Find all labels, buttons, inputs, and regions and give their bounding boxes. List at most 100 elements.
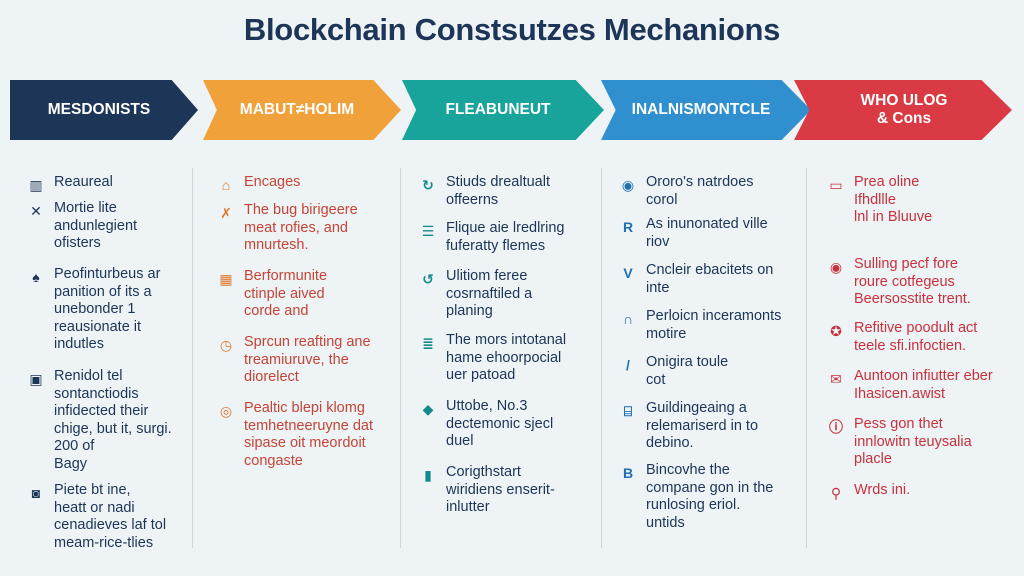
stage-arrow-2: MABUT≠HOLIM xyxy=(203,80,401,140)
list-item: V Cncleir ebacitets on inte xyxy=(618,262,773,297)
list-item: ♠ Peofinturbeus ar panition of its a une… xyxy=(26,266,160,354)
item-text: Guildingeaing a relemariserd in to debin… xyxy=(646,400,759,451)
item-text: Berformunite ctinple aived corde and xyxy=(244,268,328,319)
stage-arrow-5: WHO ULOG & Cons xyxy=(794,80,1012,140)
list-item: ✕ Mortie lite andunlegient ofisters xyxy=(26,200,137,253)
item-text: Refitive poodult act teele sfi.infoctien… xyxy=(854,320,978,354)
list-item: ⌂ Encages xyxy=(216,174,301,195)
item-text: Wrds ini. xyxy=(854,482,911,498)
item-text: Bincovhe the compane gon in the runlosin… xyxy=(646,462,774,531)
camera-icon: ▭ xyxy=(829,177,843,193)
eye-icon: ◉ xyxy=(829,259,843,275)
item-text: Cncleir ebacitets on inte xyxy=(646,262,774,296)
list-item: R As inunonated ville riov xyxy=(618,216,768,251)
item-text: Onigira toule cot xyxy=(646,354,729,388)
layers-icon: ≣ xyxy=(422,335,434,351)
item-text: Reaureal xyxy=(54,174,113,190)
bank-icon: ⌸ xyxy=(623,403,633,419)
info-icon: ⓘ xyxy=(829,419,843,435)
list-item: ▥ Reaureal xyxy=(26,174,113,195)
item-text: Flique aie lredlring fuferatty flemes xyxy=(446,220,565,254)
list-item: ∩ Perloicn inceramonts motire xyxy=(618,308,781,343)
list-item: ◉ Sulling pecf fore roure cotfegeus Beer… xyxy=(826,256,971,309)
stack-icon: ☰ xyxy=(421,223,435,239)
item-text: Perloicn inceramonts motire xyxy=(646,308,782,342)
warning-icon: ♠ xyxy=(32,269,40,285)
item-text: As inunonated ville riov xyxy=(646,216,768,250)
list-item: ◎ Pealtic blepi klomg temhetneeruyne dat… xyxy=(216,400,373,470)
list-item: ↻ Stiuds drealtualt offeerns xyxy=(418,174,550,209)
arch-icon: ∩ xyxy=(622,311,634,327)
cycle-icon: ↺ xyxy=(422,271,434,287)
stage-arrow-4: INALNISMONTCLE xyxy=(601,80,811,140)
list-item: ▣ Renidol tel sontanctiodis infidected t… xyxy=(26,368,172,473)
list-item: ◆ Uttobe, No.3 dectemonic sjecl duel xyxy=(418,398,554,451)
gear-icon: ✪ xyxy=(830,323,842,339)
item-text: Pealtic blepi klomg temhetneeruyne dat s… xyxy=(244,400,373,469)
item-text: Ulitiom feree cosrnaftiled a planing xyxy=(446,268,533,319)
list-item: ↺ Ulitiom feree cosrnaftiled a planing xyxy=(418,268,532,321)
column-divider xyxy=(601,168,602,548)
list-item: ▮ Corigthstart wiridiens enserit- inlutt… xyxy=(418,464,555,517)
stage-label: INALNISMONTCLE xyxy=(631,101,771,118)
person-icon: ◙ xyxy=(31,485,41,501)
building-icon: ▥ xyxy=(29,177,43,193)
list-item: ✗ The bug birigeere meat rofies, and mnu… xyxy=(216,202,358,255)
item-text: Sprcun reafting ane treamiuruve, the dio… xyxy=(244,334,371,385)
list-item: ⚲ Wrds ini. xyxy=(826,482,910,503)
refresh-icon: ↻ xyxy=(422,177,434,193)
item-text: Stiuds drealtualt offeerns xyxy=(446,174,550,208)
stage-arrow-1: MESDONISTS xyxy=(10,80,198,140)
stage-label: FLEABUNEUT xyxy=(445,101,551,118)
list-item: ▭ Prea oline Ifhdllle lnl in Bluuve xyxy=(826,174,932,227)
stage-arrow-3: FLEABUNEUT xyxy=(402,80,604,140)
item-text: The mors intotanal hame ehoorpocial uer … xyxy=(446,332,567,383)
mail-icon: ▣ xyxy=(29,371,43,387)
item-text: Corigthstart wiridiens enserit- inlutter xyxy=(446,464,555,515)
stage-label: MESDONISTS xyxy=(47,101,151,118)
item-text: Piete bt ine, heatt or nadi cenadieves l… xyxy=(54,482,167,551)
column-divider xyxy=(806,168,807,548)
list-item: ⓘ Pess gon thet innlowitn teuysalia plac… xyxy=(826,416,972,469)
diamond-icon: ◆ xyxy=(422,401,434,417)
r-icon: R xyxy=(622,219,634,235)
item-text: The bug birigeere meat rofies, and mnurt… xyxy=(244,202,358,253)
list-item: B Bincovhe the compane gon in the runlos… xyxy=(618,462,773,532)
item-text: Pess gon thet innlowitn teuysalia placle xyxy=(854,416,972,467)
list-item: ☰ Flique aie lredlring fuferatty flemes xyxy=(418,220,565,255)
tools-icon: ✗ xyxy=(220,205,232,221)
envelope-icon: ✉ xyxy=(830,371,842,387)
item-text: Sulling pecf fore roure cotfegeus Beerso… xyxy=(854,256,971,307)
pin-icon: ⚲ xyxy=(830,485,842,501)
globe-icon: ◉ xyxy=(621,177,635,193)
stage-label: WHO ULOG & Cons xyxy=(860,92,948,127)
grid-icon: ▦ xyxy=(219,271,233,287)
list-item: ◉ Ororo's natrdoes corol xyxy=(618,174,754,209)
list-item: ◷ Sprcun reafting ane treamiuruve, the d… xyxy=(216,334,371,387)
list-item: ◙ Piete bt ine, heatt or nadi cenadieves… xyxy=(26,482,166,552)
diagram-title: Blockchain Constsutzes Mechanions xyxy=(243,12,781,47)
b-icon: B xyxy=(622,465,634,481)
stage-arrow-row: MESDONISTS MABUT≠HOLIM FLEABUNEUT INALNI… xyxy=(0,80,1024,140)
column-divider xyxy=(192,168,193,548)
item-text: Ororo's natrdoes corol xyxy=(646,174,754,208)
item-text: Peofinturbeus ar panition of its a unebo… xyxy=(54,266,161,352)
list-item: ⌸ Guildingeaing a relemariserd in to deb… xyxy=(618,400,758,453)
column-divider xyxy=(400,168,401,548)
item-text: Encages xyxy=(244,174,301,190)
tools-icon: ✕ xyxy=(30,203,42,219)
item-text: Uttobe, No.3 dectemonic sjecl duel xyxy=(446,398,554,449)
item-text: Mortie lite andunlegient ofisters xyxy=(54,200,138,251)
list-item: / Onigira toule cot xyxy=(618,354,728,389)
list-item: ≣ The mors intotanal hame ehoorpocial ue… xyxy=(418,332,566,385)
target-icon: ◎ xyxy=(219,403,233,419)
v-icon: V xyxy=(623,265,633,281)
list-item: ▦ Berformunite ctinple aived corde and xyxy=(216,268,327,321)
item-text: Auntoon infiutter eber Ihasicen.awist xyxy=(854,368,993,402)
battery-icon: ▮ xyxy=(424,467,432,483)
list-item: ✪ Refitive poodult act teele sfi.infocti… xyxy=(826,320,977,355)
item-text: Renidol tel sontanctiodis infidected the… xyxy=(54,368,172,472)
pen-icon: / xyxy=(626,357,630,373)
clock-icon: ◷ xyxy=(219,337,233,353)
stage-label: MABUT≠HOLIM xyxy=(239,101,355,118)
